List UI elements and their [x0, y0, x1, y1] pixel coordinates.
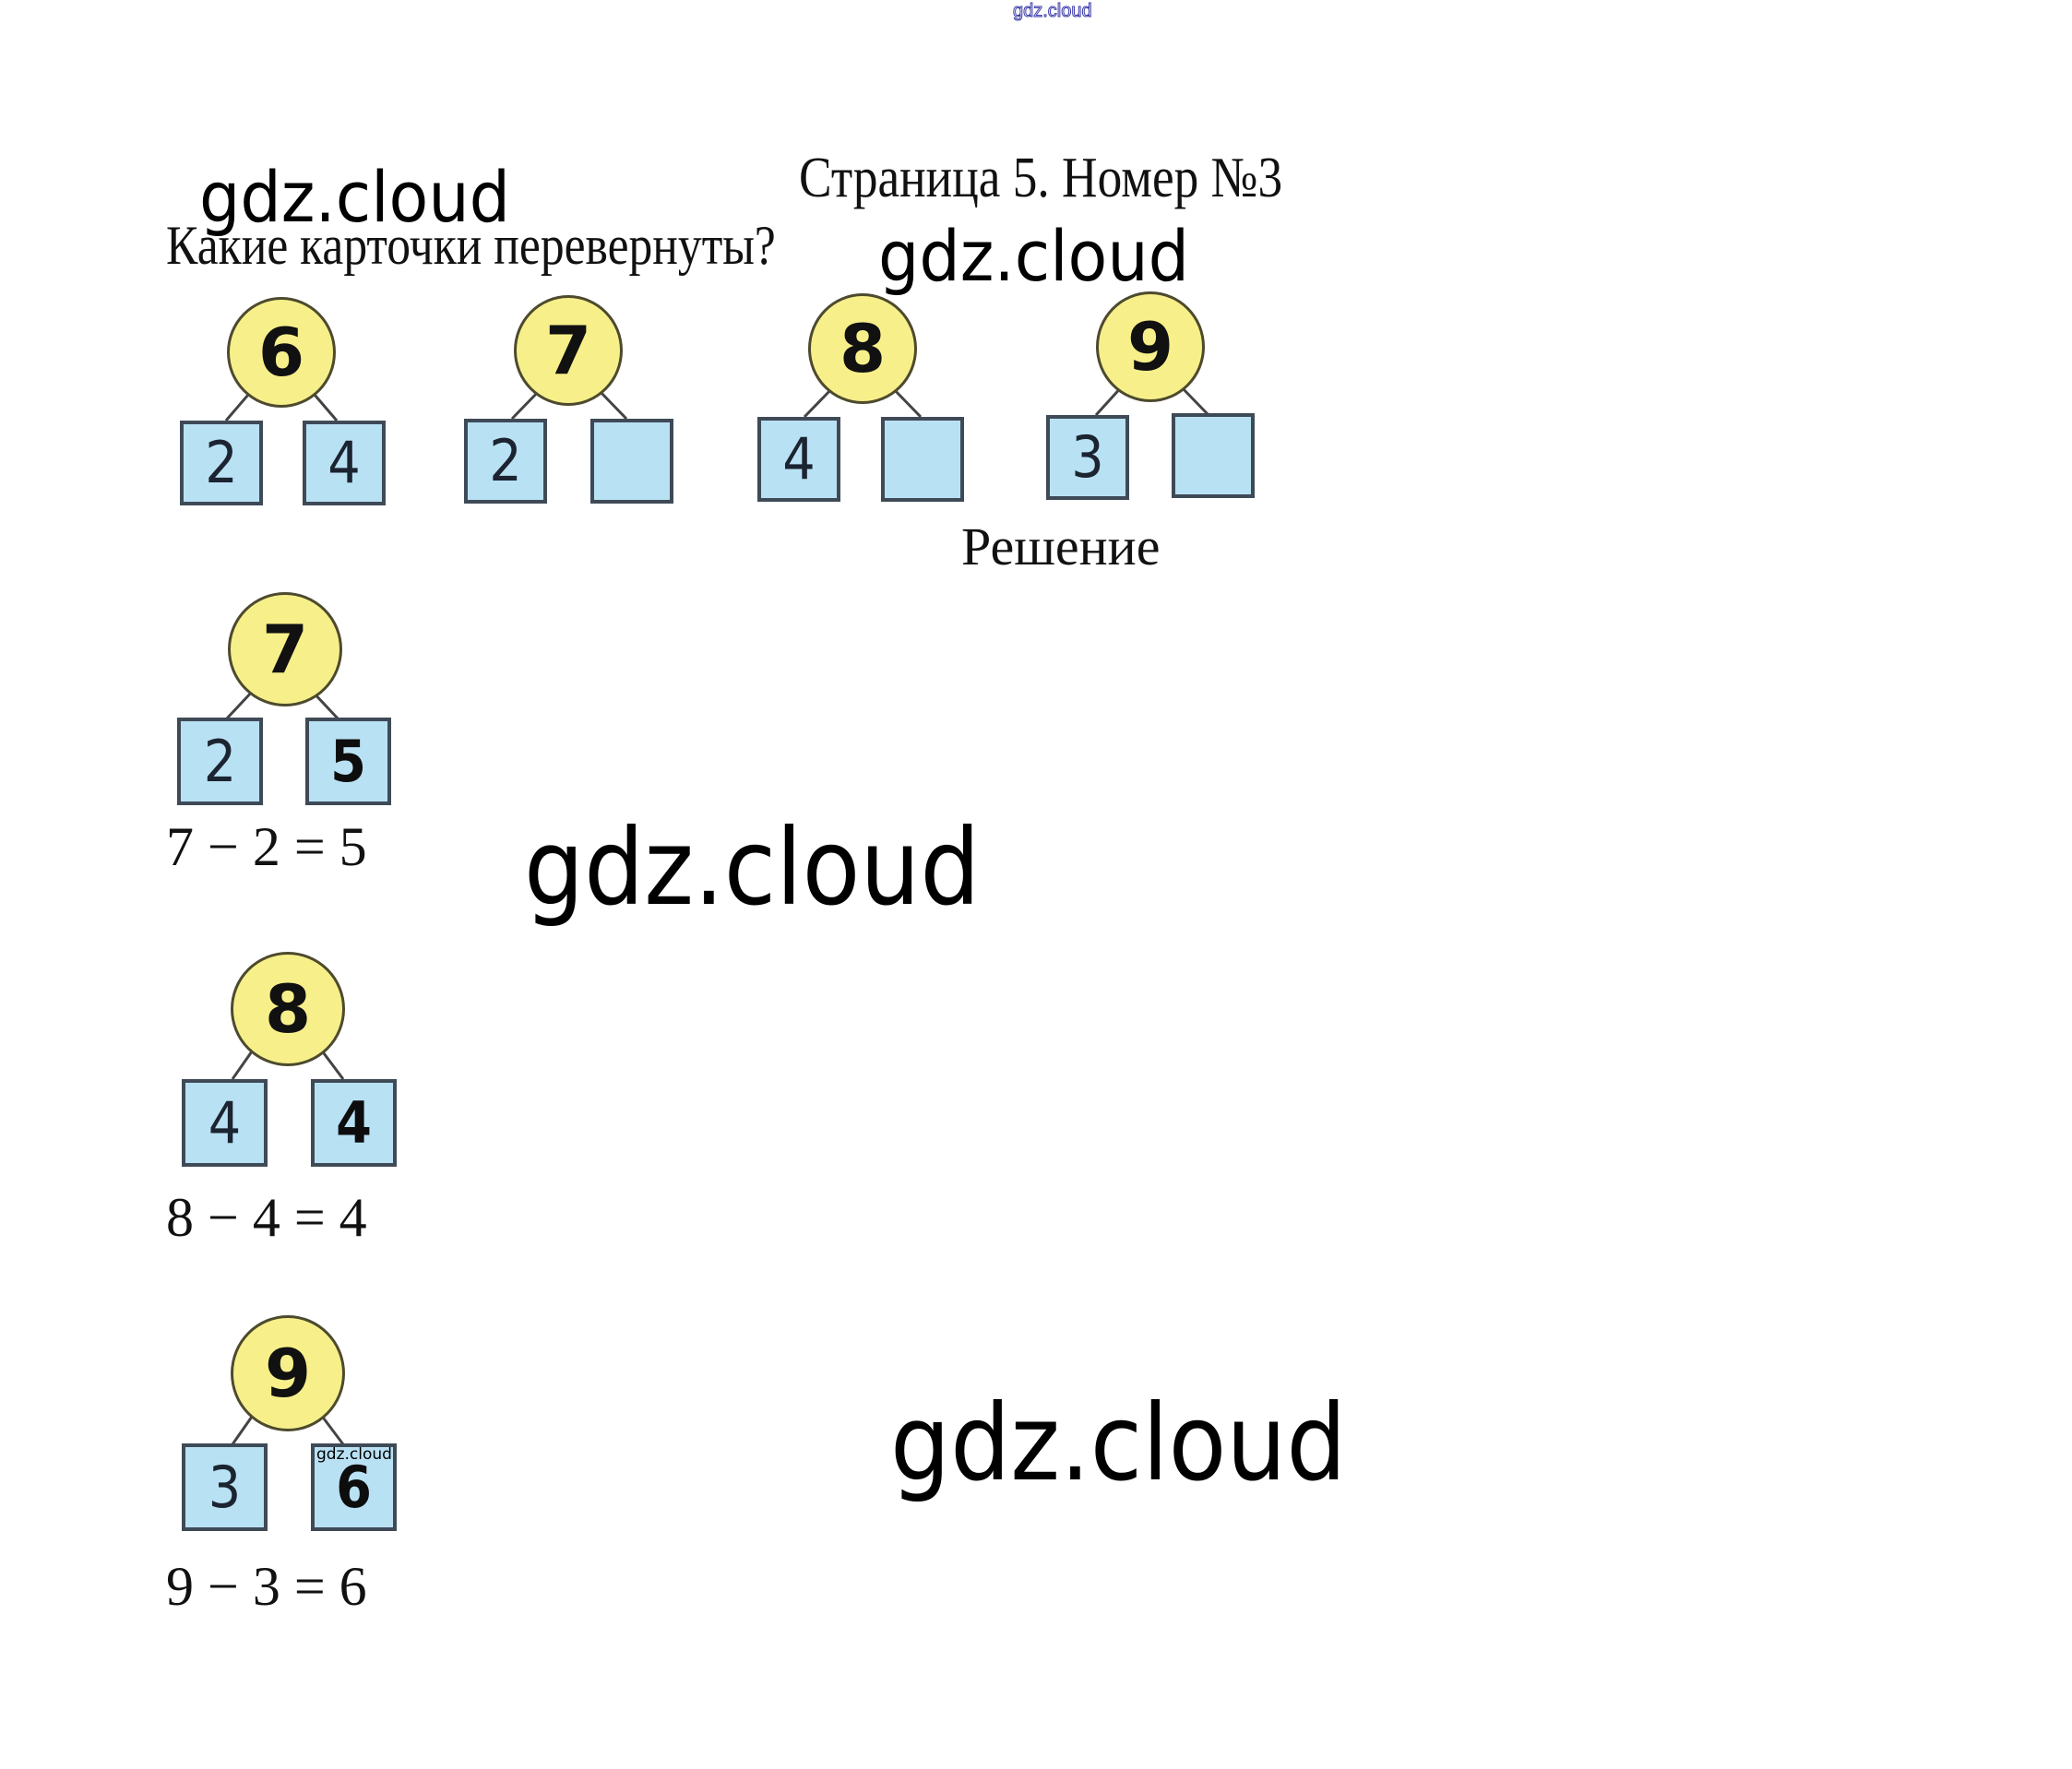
- whole-number-circle: 8: [231, 952, 345, 1066]
- part-card-answer: 4: [311, 1079, 397, 1167]
- part-card-flipped: [1172, 413, 1255, 498]
- whole-number-circle: 8: [808, 293, 917, 404]
- whole-number-circle: 7: [514, 295, 623, 406]
- part-card-left: 3: [182, 1443, 268, 1531]
- part-card-left: 4: [757, 417, 840, 502]
- part-card-left: 2: [177, 718, 263, 805]
- solution-diagram: 8 4 4: [175, 950, 415, 1167]
- watermark-3: gdz.cloud: [524, 806, 981, 929]
- equation-3: 9 − 3 = 6: [166, 1556, 367, 1617]
- part-card-left: 2: [464, 419, 547, 504]
- part-card-answer: 5: [305, 718, 391, 805]
- solution-diagram: 7 2 5: [171, 588, 411, 805]
- task-diagram: 9 3: [1042, 288, 1282, 500]
- task-diagram: 6 2 4: [171, 291, 411, 505]
- whole-number-circle: 9: [1096, 291, 1205, 402]
- part-card-left: 3: [1046, 415, 1129, 500]
- whole-number-circle: 6: [227, 297, 336, 408]
- solution-diagram: 9 3 gdz.cloud 6: [175, 1313, 415, 1531]
- part-card-left: 2: [180, 421, 263, 505]
- equation-2: 8 − 4 = 4: [166, 1187, 367, 1248]
- equation-1: 7 − 2 = 5: [166, 816, 367, 877]
- whole-number-circle: 7: [228, 592, 342, 706]
- part-card-right: 4: [303, 421, 386, 505]
- card-watermark: gdz.cloud: [316, 1445, 392, 1464]
- part-card-left: 4: [182, 1079, 268, 1167]
- solution-heading: Решение: [961, 516, 1161, 576]
- question-text: Какие карточки перевернуты?: [166, 215, 776, 276]
- watermark-1: gdz.cloud: [199, 156, 511, 238]
- task-diagram: 7 2: [460, 291, 700, 504]
- part-card-answer: gdz.cloud 6: [311, 1443, 397, 1531]
- page-title: Страница 5. Номер №3: [799, 147, 1283, 209]
- watermark-2: gdz.cloud: [878, 215, 1190, 297]
- whole-number-circle: 9: [231, 1315, 345, 1431]
- part-card-flipped: [881, 417, 964, 502]
- answer-value: 6: [336, 1453, 372, 1521]
- task-diagram: 8 4: [753, 290, 993, 502]
- part-card-flipped: [590, 419, 673, 504]
- watermark-4: gdz.cloud: [890, 1382, 1347, 1504]
- top-watermark: gdz.cloud: [1013, 1, 1093, 22]
